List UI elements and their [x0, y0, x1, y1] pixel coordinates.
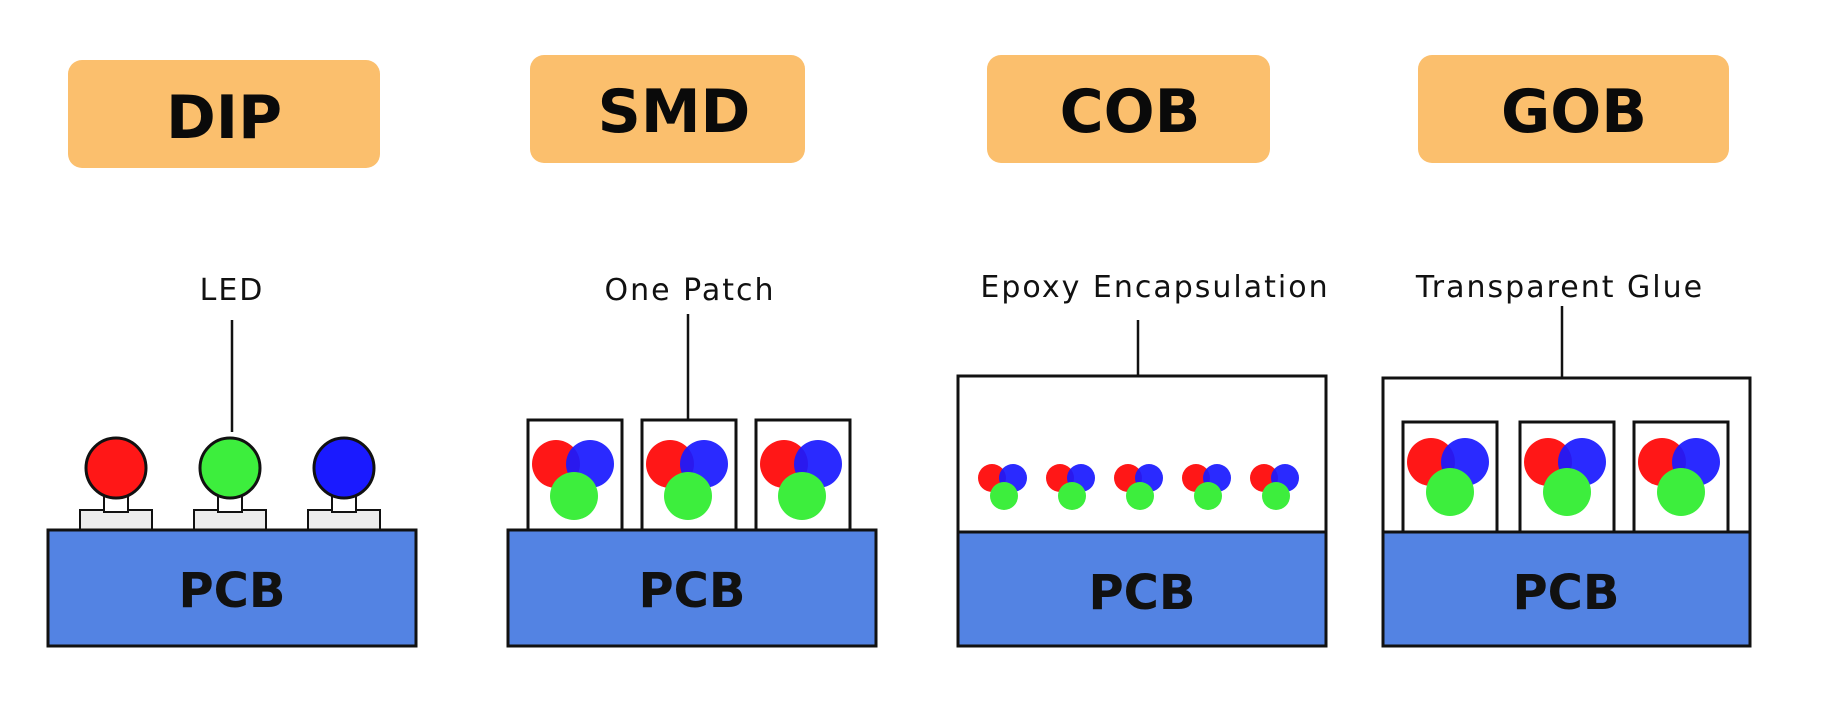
- cob-pcb-label: PCB: [1089, 565, 1196, 621]
- dip-led-red: [79, 436, 153, 531]
- smd-callout-label: One Patch: [604, 273, 775, 308]
- dip-badge-label: DIP: [166, 83, 282, 153]
- gob-patch-2: [1518, 420, 1616, 534]
- smd-patch-1: [526, 418, 624, 532]
- panel-cob: COB Epoxy Encapsulation: [956, 55, 1329, 648]
- gob-patch-3: [1632, 420, 1730, 534]
- dip-pcb-label: PCB: [179, 563, 286, 619]
- gob-pcb-label: PCB: [1513, 565, 1620, 621]
- smd-badge-label: SMD: [598, 77, 751, 147]
- cob-chip-2: [1046, 464, 1095, 510]
- smd-badge: [530, 55, 805, 163]
- cob-callout-label: Epoxy Encapsulation: [980, 270, 1329, 305]
- gob-pcb: [1381, 530, 1752, 648]
- dip-led-green: [193, 436, 267, 531]
- gob-callout-label: Transparent Glue: [1415, 270, 1704, 305]
- smd-pcb-label: PCB: [639, 563, 746, 619]
- cob-chip-1: [978, 464, 1027, 510]
- dip-callout-label: LED: [200, 273, 265, 308]
- dip-pcb: [46, 528, 418, 648]
- smd-patch-2: [640, 418, 738, 532]
- cob-badge-label: COB: [1060, 77, 1201, 147]
- cob-badge: [987, 55, 1270, 163]
- panel-dip: DIP LED PCB: [46, 60, 418, 648]
- gob-patch-1: [1401, 420, 1499, 534]
- cob-chip-3: [1114, 464, 1163, 510]
- smd-pcb: [506, 528, 878, 648]
- panel-smd: SMD One Patch PCB: [506, 55, 878, 648]
- smd-patch-3: [754, 418, 852, 532]
- panel-gob: GOB Transparent Glue PCB: [1381, 55, 1752, 648]
- cob-chip-4: [1182, 464, 1231, 510]
- gob-badge-label: GOB: [1501, 77, 1647, 147]
- dip-led-blue: [307, 436, 381, 531]
- dip-badge: [68, 60, 380, 168]
- cob-chip-5: [1250, 464, 1299, 510]
- cob-pcb: [956, 530, 1328, 648]
- gob-badge: [1418, 55, 1729, 163]
